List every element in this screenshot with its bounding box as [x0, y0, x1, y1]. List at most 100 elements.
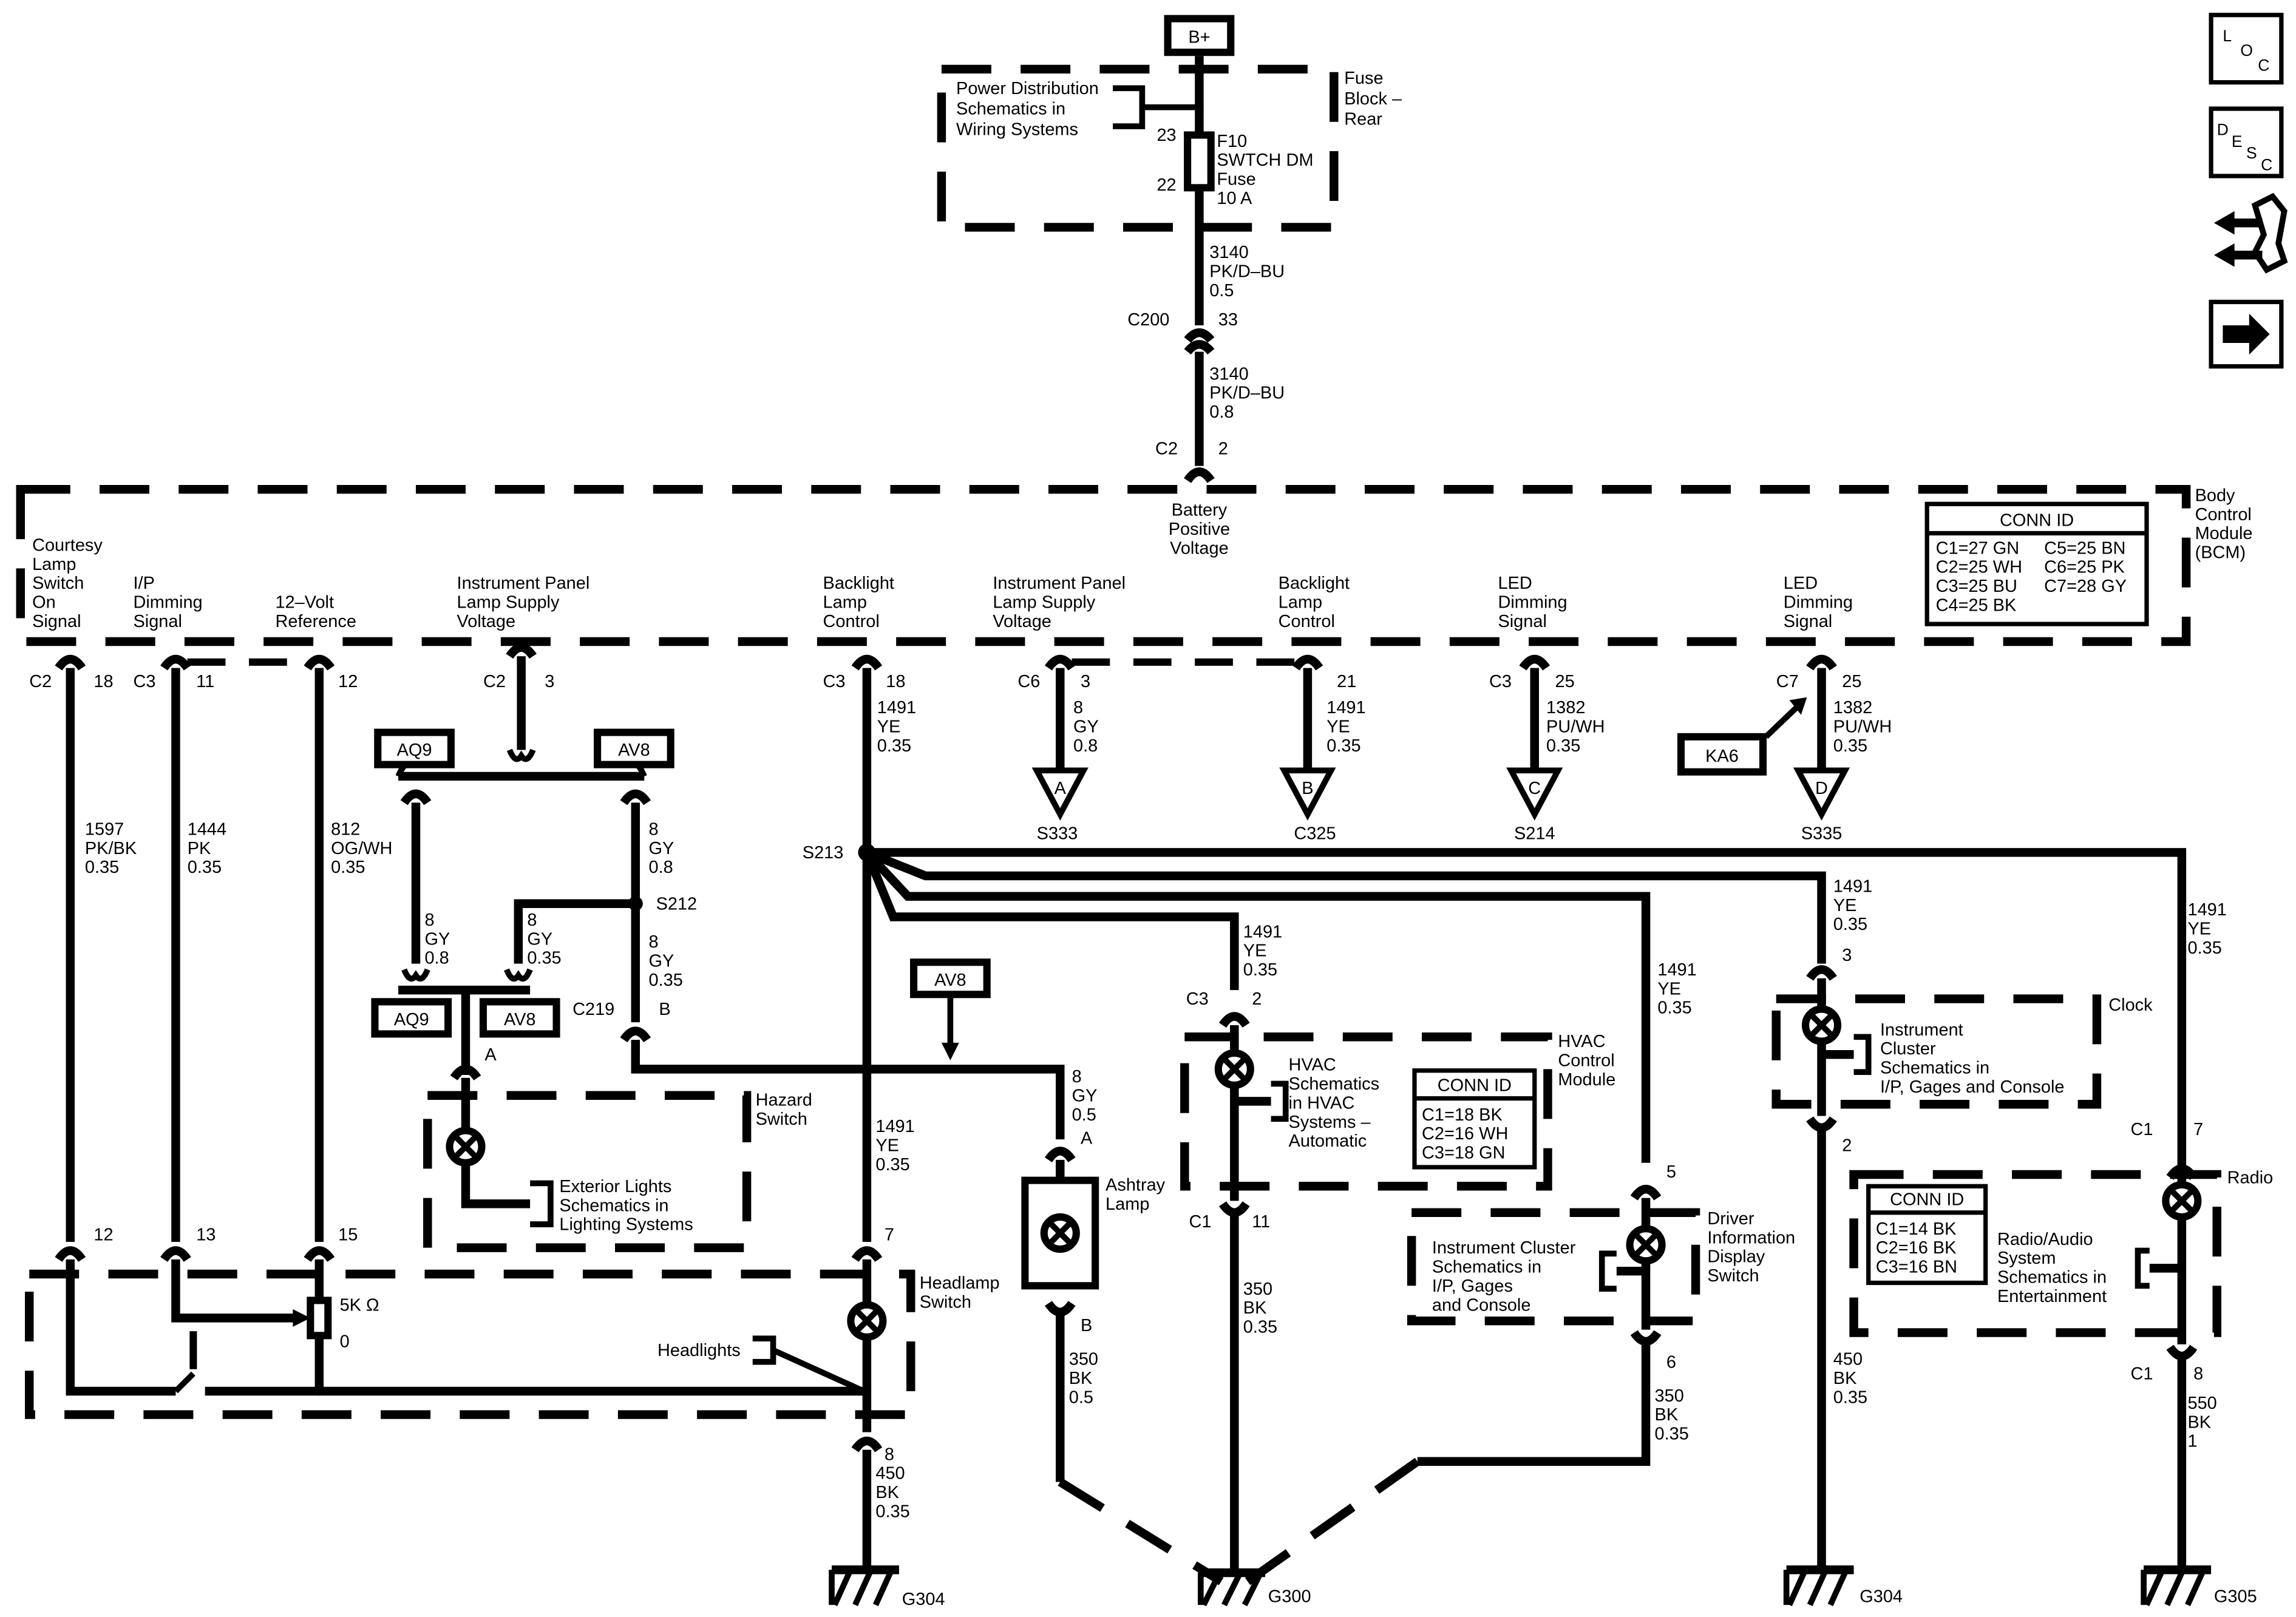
wire-350-hvac: 350 BK 0.35 — [1243, 1280, 1277, 1337]
svg-text:C2=16 BK: C2=16 BK — [1876, 1238, 1957, 1258]
svg-text:Driver: Driver — [1707, 1209, 1754, 1229]
ground-g305: G305 — [2141, 1565, 2257, 1606]
svg-text:C3: C3 — [133, 672, 155, 691]
loc-icon[interactable]: L O C — [2209, 13, 2284, 85]
svg-text:PK/D–BU: PK/D–BU — [1209, 262, 1285, 281]
wire-8-gy-035-right: 8 GY 0.35 — [649, 932, 683, 990]
clock-pin-3: 3 — [1842, 946, 1852, 965]
ground-g300: G300 — [1198, 1568, 1311, 1606]
svg-text:1491: 1491 — [1657, 960, 1696, 980]
svg-text:S335: S335 — [1801, 824, 1843, 844]
svg-text:HVAC: HVAC — [1289, 1056, 1336, 1075]
svg-text:Systems –: Systems – — [1289, 1113, 1371, 1132]
svg-text:Voltage: Voltage — [1170, 538, 1229, 558]
wire-1491-clock: 1491 YE 0.35 — [1833, 876, 1872, 934]
next-page-arrow-icon[interactable] — [2209, 299, 2284, 369]
svg-text:AV8: AV8 — [618, 741, 650, 760]
svg-text:GY: GY — [1072, 1086, 1098, 1105]
bcm-output-ip-lamp-supply-2: Instrument Panel Lamp Supply Voltage — [993, 574, 1126, 631]
svg-text:KA6: KA6 — [1705, 747, 1739, 766]
wire-1491-radio: 1491 YE 0.35 — [2188, 900, 2227, 958]
connector-c200: C200 — [1127, 310, 1169, 330]
bcm-output-connectors — [55, 643, 1837, 671]
radio-title: Radio — [2227, 1168, 2274, 1187]
dic-pin-5: 5 — [1666, 1162, 1676, 1182]
svg-text:Switch: Switch — [1707, 1266, 1759, 1286]
svg-text:Instrument Panel: Instrument Panel — [993, 574, 1126, 593]
svg-text:1491: 1491 — [1243, 922, 1282, 941]
hvac-conn-c1: C1 — [1189, 1212, 1212, 1232]
hazard-lamp-icon — [446, 1127, 486, 1167]
svg-text:L: L — [2223, 27, 2232, 45]
wire-8-gy-ashtray: 8 GY 0.5 — [1072, 1067, 1098, 1125]
svg-text:C3=25 BU: C3=25 BU — [1936, 577, 2017, 596]
svg-text:0.35: 0.35 — [1833, 1388, 1867, 1407]
connector-end-view-icon[interactable] — [2213, 192, 2288, 274]
wire-1491-headlamp: 1491 YE 0.35 — [875, 1117, 914, 1175]
svg-text:Fuse: Fuse — [1344, 69, 1383, 88]
svg-text:PK/BK: PK/BK — [85, 839, 137, 858]
svg-text:Switch: Switch — [32, 574, 84, 593]
svg-text:GY: GY — [1073, 717, 1099, 737]
offpage-c: C S214 — [1506, 767, 1563, 844]
clock-outline — [1771, 994, 2102, 1109]
wire-3140-upper: 3140 PK/D–BU 0.5 — [1209, 243, 1285, 300]
radio-conn-c1-bottom: C1 — [2130, 1364, 2153, 1384]
hvac-lamp-icon — [1214, 1049, 1254, 1089]
svg-text:C2=16 WH: C2=16 WH — [1422, 1124, 1508, 1144]
svg-text:Dimming: Dimming — [133, 593, 202, 612]
bcm-output-ip-dimming: I/P Dimming Signal — [133, 574, 202, 631]
bcm-output-12v-reference: 12–Volt Reference — [275, 593, 356, 631]
svg-text:Schematics in: Schematics in — [1880, 1059, 1989, 1078]
svg-text:8: 8 — [424, 910, 434, 930]
svg-text:812: 812 — [331, 819, 360, 839]
headlights-lamp-icon — [847, 1301, 887, 1341]
option-av8-arrow: AV8 — [910, 958, 991, 1060]
headlamp-switch-title: Headlamp Switch — [920, 1273, 1000, 1312]
svg-text:7: 7 — [885, 1225, 894, 1245]
svg-text:C: C — [1528, 779, 1541, 798]
ashtray-pin-a: A — [1081, 1128, 1093, 1148]
ashtray-pin-b: B — [1081, 1316, 1092, 1335]
option-av8-bottom: AV8 — [479, 998, 560, 1038]
connector-c2-feed: C2 — [1155, 439, 1178, 458]
svg-text:PK/D–BU: PK/D–BU — [1209, 384, 1285, 403]
svg-text:Signal: Signal — [133, 612, 182, 631]
hvac-module-title: HVAC Control Module — [1558, 1032, 1615, 1090]
svg-text:15: 15 — [338, 1225, 358, 1245]
svg-text:1: 1 — [2188, 1432, 2198, 1451]
svg-text:550: 550 — [2188, 1394, 2217, 1413]
svg-text:LED: LED — [1784, 574, 1818, 593]
wire-8-gy-035-left: 8 GY 0.35 — [527, 910, 561, 968]
radio-conn-c1-top: C1 — [2130, 1120, 2153, 1139]
svg-text:Display: Display — [1707, 1247, 1765, 1267]
wire-1491-b: 1491 YE 0.35 — [1326, 698, 1365, 756]
svg-text:13: 13 — [196, 1225, 216, 1245]
desc-icon[interactable]: D E S C — [2209, 106, 2284, 178]
bcm-output-ip-lamp-supply-1: Instrument Panel Lamp Supply Voltage — [457, 574, 590, 631]
fuse-pin-22: 22 — [1156, 175, 1176, 195]
clock-title: Clock — [2108, 995, 2153, 1015]
svg-text:Switch: Switch — [756, 1110, 807, 1129]
svg-text:AQ9: AQ9 — [397, 741, 432, 760]
hazard-pin-a: A — [484, 1045, 497, 1065]
svg-text:C4=25 BK: C4=25 BK — [1936, 595, 2017, 615]
svg-text:Voltage: Voltage — [993, 612, 1051, 631]
instrument-cluster-reference-dic: Instrument Cluster Schematics in I/P, Ga… — [1432, 1238, 1576, 1315]
svg-text:Lighting Systems: Lighting Systems — [559, 1215, 693, 1235]
svg-text:Lamp Supply: Lamp Supply — [993, 593, 1095, 612]
svg-text:8: 8 — [885, 1445, 894, 1464]
svg-text:1597: 1597 — [85, 819, 124, 839]
svg-text:Schematics: Schematics — [1289, 1074, 1380, 1094]
hvac-schematics-reference: HVAC Schematics in HVAC Systems – Automa… — [1289, 1056, 1380, 1151]
svg-text:Instrument Cluster: Instrument Cluster — [1432, 1238, 1576, 1258]
svg-text:PU/WH: PU/WH — [1833, 717, 1892, 737]
svg-text:0.35: 0.35 — [2188, 938, 2222, 958]
svg-text:0.35: 0.35 — [875, 1155, 909, 1175]
svg-text:AV8: AV8 — [504, 1010, 536, 1029]
svg-text:YE: YE — [877, 717, 901, 737]
svg-text:Signal: Signal — [32, 612, 81, 631]
svg-text:BK: BK — [875, 1483, 899, 1502]
svg-text:0.8: 0.8 — [1209, 402, 1234, 422]
wire-1382-d: 1382 PU/WH 0.35 — [1833, 698, 1892, 756]
